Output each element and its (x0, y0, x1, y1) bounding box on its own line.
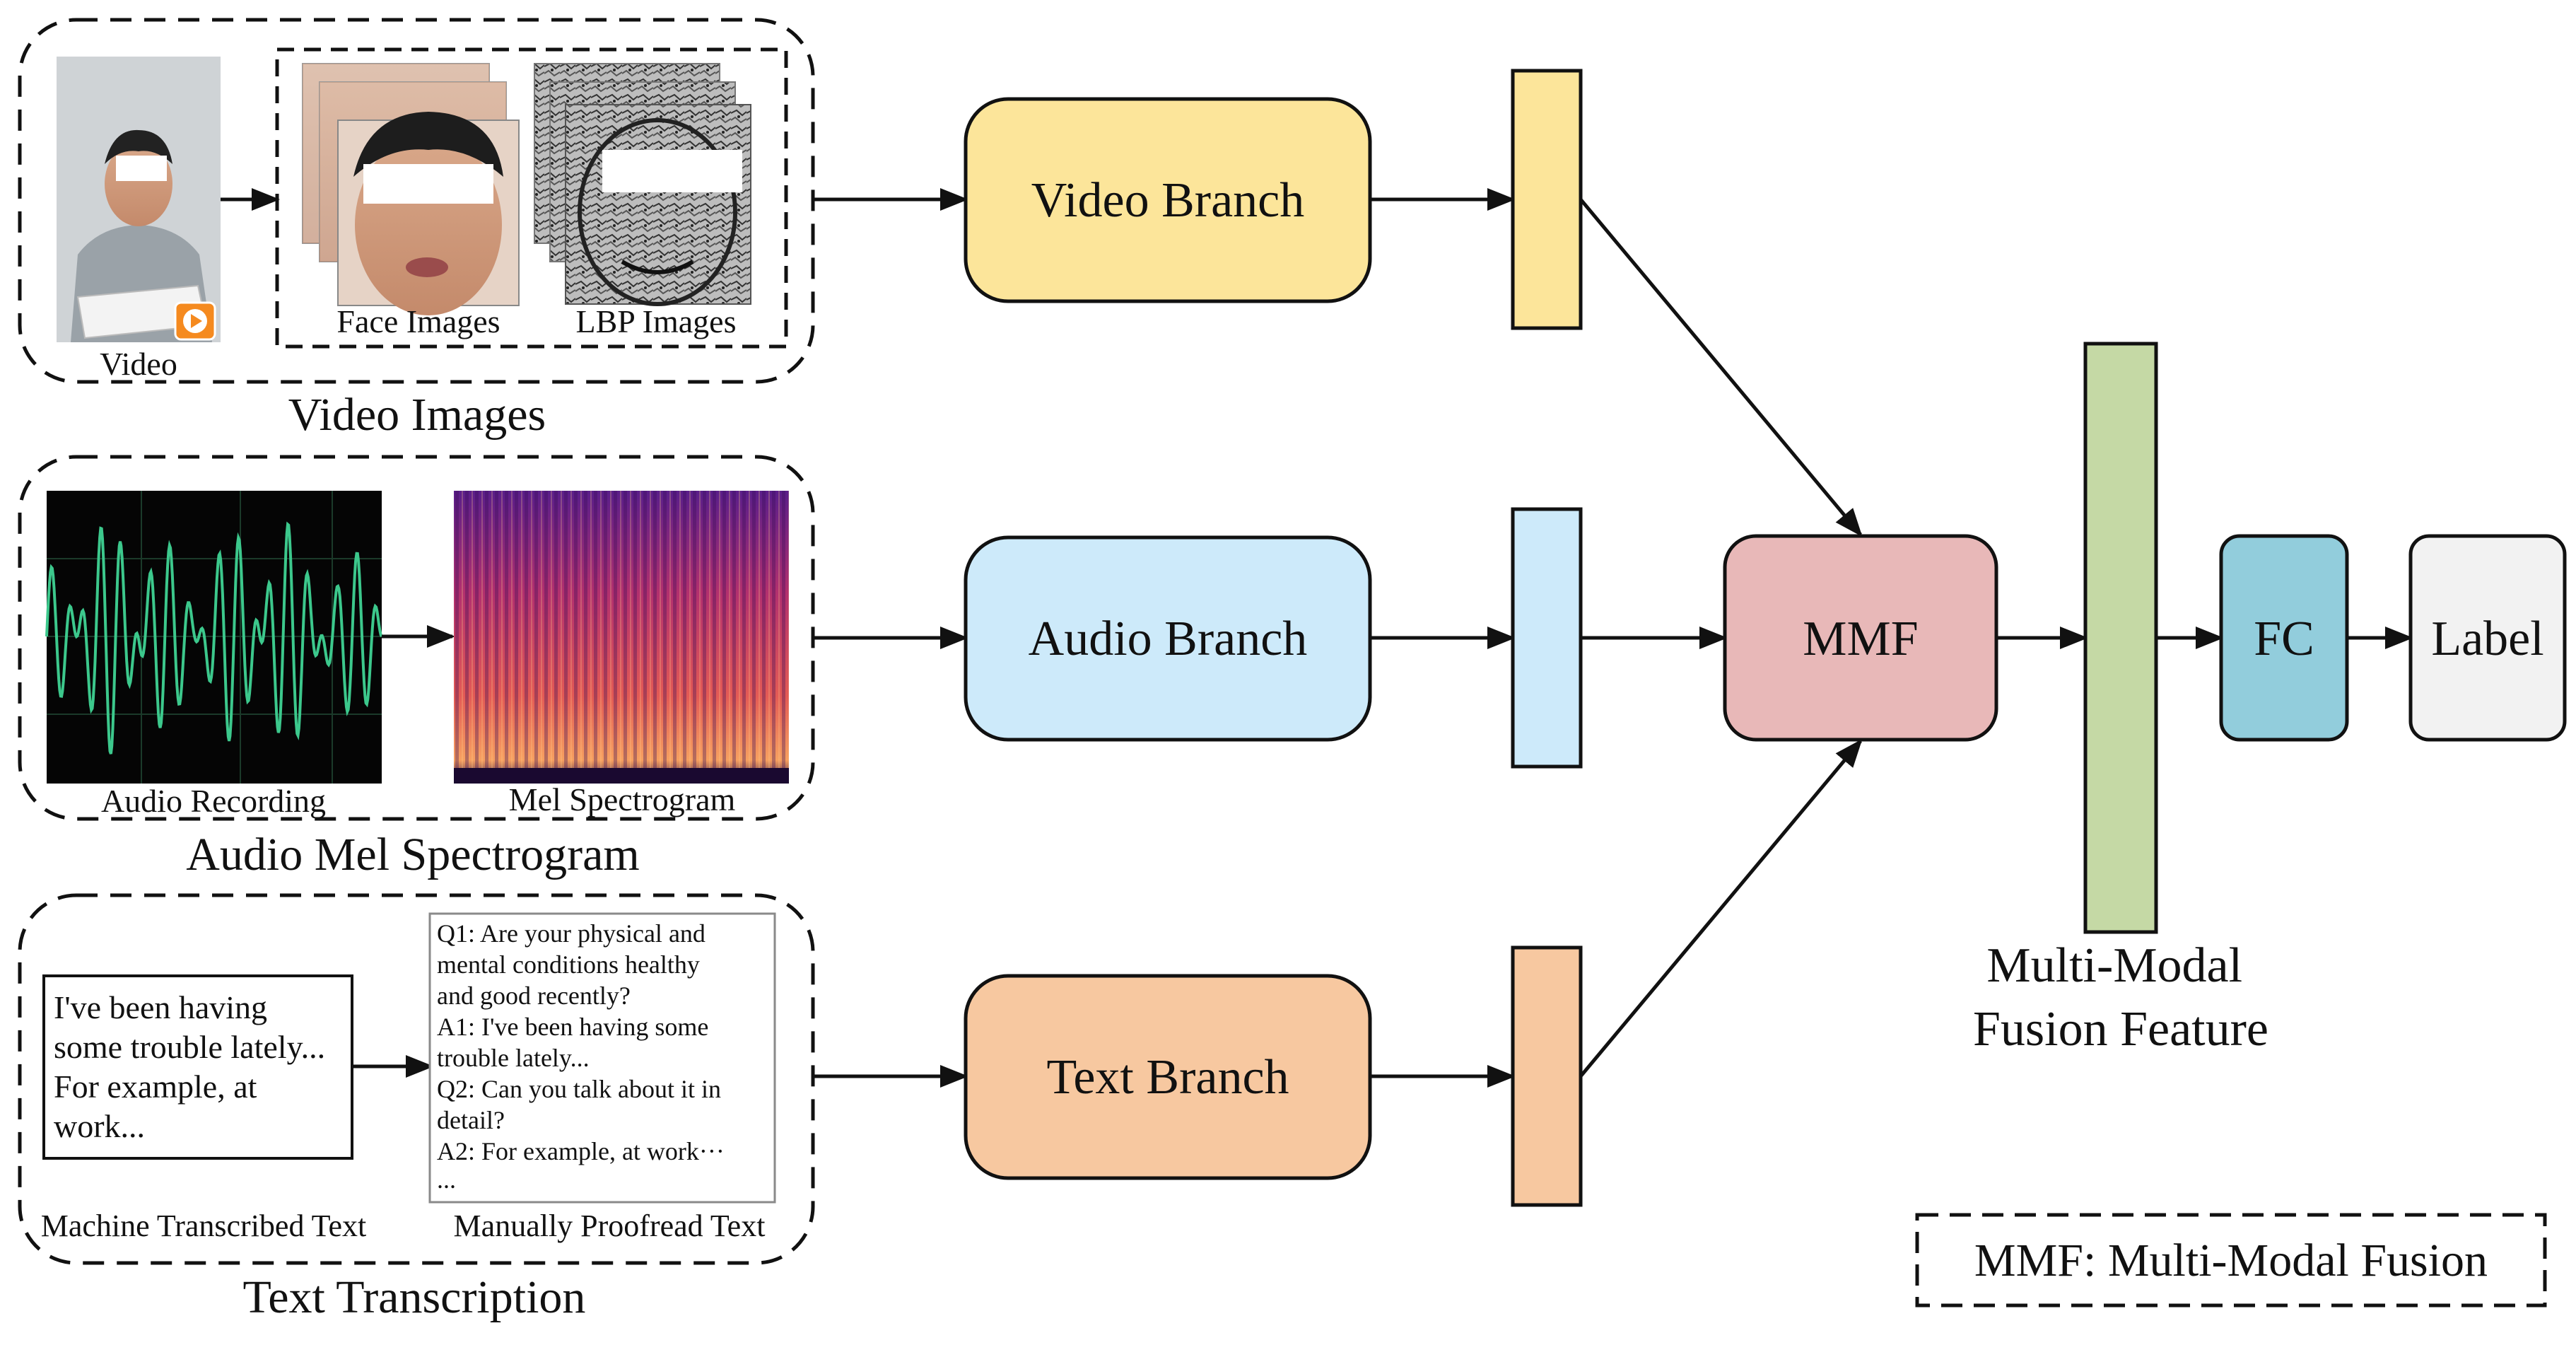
play-icon (174, 301, 216, 341)
proofread-text-line: mental conditions healthy (437, 950, 700, 979)
frames-inner-box (275, 47, 788, 349)
video-branch-label: Video Branch (1031, 173, 1305, 228)
lbp-images-label: LBP Images (576, 303, 737, 339)
machine-text-box (42, 974, 353, 1160)
proofread-text-content: Q1: Are your physical and mental conditi… (437, 919, 731, 1194)
text-group-border (18, 893, 815, 1265)
audio-feature-vector (1511, 507, 1583, 769)
audio-branch-label: Audio Branch (1029, 612, 1308, 666)
proofread-text-line: Q1: Are your physical and (437, 919, 706, 948)
machine-text-line: I've been having (54, 989, 267, 1025)
proofread-text-line: detail? (437, 1106, 505, 1134)
proofread-text-line: and good recently? (437, 982, 631, 1010)
text-branch-node: Text Branch (964, 974, 1372, 1180)
fc-label: FC (2254, 612, 2314, 666)
label-label: Label (2431, 612, 2543, 666)
proofread-text-line: A1: I've been having some (437, 1013, 708, 1041)
fusion-feature-label-line1: Multi-Modal (1986, 938, 2242, 993)
fusion-feature-vector (2083, 342, 2158, 934)
proofread-text-line: Q2: Can you talk about it in (437, 1075, 721, 1103)
audio-branch-node: Audio Branch (964, 535, 1372, 742)
face-images-label: Face Images (336, 303, 500, 339)
proofread-text-line: ... (437, 1165, 456, 1194)
machine-text-line: work... (54, 1108, 145, 1144)
mel-spectrogram-image (454, 491, 789, 784)
proofread-text-label: Manually Proofread Text (454, 1209, 766, 1243)
label-node: Label (2408, 534, 2567, 742)
fusion-feature-label-line2: Fusion Feature (1973, 1002, 2268, 1056)
audio-recording-waveform (45, 491, 383, 784)
legend: MMF: Multi-Modal Fusion (1915, 1213, 2547, 1308)
mel-spectrogram-label: Mel Spectrogram (509, 781, 736, 817)
fc-node: FC (2219, 534, 2349, 742)
video-group-title: Video Images (288, 389, 546, 441)
proofread-text-box (428, 912, 776, 1204)
text-group-title: Text Transcription (243, 1271, 586, 1323)
video-branch-node: Video Branch (964, 97, 1372, 303)
arrow-text-feature-to-mmf (1579, 738, 1863, 1078)
text-group: I've been having some trouble lately... … (18, 893, 815, 1265)
face-images-stack (302, 63, 520, 315)
fusion-feature-label: Multi-Modal Fusion Feature (1973, 938, 2268, 1056)
video-thumbnail (57, 57, 221, 342)
audio-recording-label: Audio Recording (101, 783, 326, 819)
text-branch-label: Text Branch (1046, 1050, 1289, 1105)
video-label: Video (100, 346, 177, 382)
arrow-video-feature-to-mmf (1579, 198, 1863, 537)
text-feature-vector (1511, 945, 1583, 1207)
mmf-node: MMF (1723, 534, 1998, 742)
machine-text-content: I've been having some trouble lately... … (54, 989, 334, 1144)
machine-text-label: Machine Transcribed Text (41, 1209, 366, 1243)
proofread-text-line: A2: For example, at work··· (437, 1137, 725, 1165)
video-feature-vector (1511, 69, 1583, 330)
legend-text: MMF: Multi-Modal Fusion (1974, 1235, 2488, 1286)
audio-group: Audio Recording Mel Spectrogram (18, 455, 815, 821)
video-group: Video Face Images (18, 18, 815, 384)
proofread-text-line: trouble lately... (437, 1044, 590, 1072)
audio-group-title: Audio Mel Spectrogram (186, 829, 640, 880)
lbp-images-stack (534, 63, 751, 306)
machine-text-line: some trouble lately... (54, 1029, 325, 1065)
mmf-label: MMF (1803, 612, 1918, 666)
machine-text-line: For example, at (54, 1069, 257, 1105)
